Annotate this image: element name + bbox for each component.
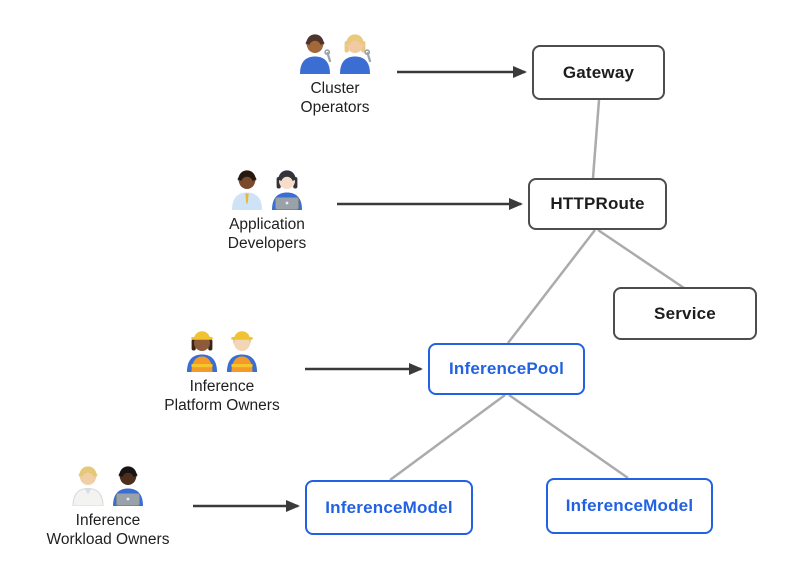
edge-gateway-httproute <box>591 99 601 179</box>
node-service-label: Service <box>654 303 716 323</box>
persona-label-line2: Platform Owners <box>164 397 280 414</box>
health-worker-icon <box>70 464 106 507</box>
edge-inferencepool-inferencemodel-left <box>389 393 506 482</box>
persona-application-developers: Application Developers <box>192 167 342 253</box>
node-gateway: Gateway <box>532 45 665 100</box>
inference-platform-owners-icons <box>132 329 312 372</box>
persona-label-line1: Cluster <box>310 80 360 97</box>
persona-label-line2: Operators <box>300 99 370 116</box>
persona-inference-workload-owners: Inference Workload Owners <box>18 463 198 549</box>
application-developers-icons <box>192 167 342 210</box>
edge-inferencepool-inferencemodel-right <box>508 393 629 480</box>
node-httproute: HTTPRoute <box>528 178 667 230</box>
man-construction-worker-icon <box>224 330 260 372</box>
persona-label: Inference Workload Owners <box>18 511 198 549</box>
node-inferencemodel-right-label: InferenceModel <box>565 496 694 515</box>
persona-label-line1: Inference <box>189 378 255 395</box>
node-inferencemodel-right: InferenceModel <box>546 478 713 534</box>
node-service: Service <box>613 287 757 340</box>
persona-label: Application Developers <box>192 215 342 253</box>
woman-mechanic-icon <box>337 32 373 74</box>
node-inferencepool: InferencePool <box>428 343 585 395</box>
persona-label-line2: Developers <box>227 235 307 252</box>
man-technologist-icon <box>110 464 146 506</box>
persona-label-line2: Workload Owners <box>46 531 170 548</box>
node-gateway-label: Gateway <box>562 62 635 82</box>
persona-label: Cluster Operators <box>260 79 410 117</box>
node-inferencemodel-left: InferenceModel <box>305 480 473 535</box>
cluster-operators-icons <box>260 31 410 74</box>
man-office-worker-icon <box>229 168 265 210</box>
woman-construction-worker-icon <box>184 330 220 372</box>
edge-httproute-service <box>597 228 685 290</box>
persona-cluster-operators: Cluster Operators <box>260 31 410 117</box>
node-httproute-label: HTTPRoute <box>550 194 645 213</box>
node-inferencemodel-left-label: InferenceModel <box>325 497 453 517</box>
persona-label-line1: Application <box>229 216 305 233</box>
woman-technologist-icon <box>269 168 305 210</box>
persona-label-line1: Inference <box>75 512 141 529</box>
persona-inference-platform-owners: Inference Platform Owners <box>132 329 312 415</box>
node-inferencepool-label: InferencePool <box>448 359 565 378</box>
inference-workload-owners-icons <box>18 463 198 507</box>
edge-httproute-inferencepool <box>507 229 596 344</box>
persona-label: Inference Platform Owners <box>132 377 312 415</box>
man-mechanic-icon <box>297 32 333 74</box>
